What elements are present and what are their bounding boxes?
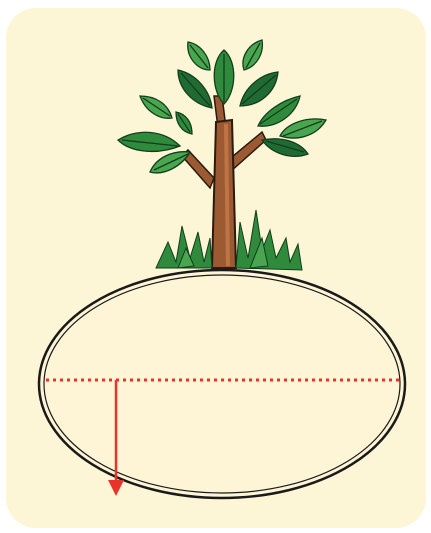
trunk bbox=[212, 120, 236, 268]
ground-ellipse bbox=[39, 270, 405, 498]
